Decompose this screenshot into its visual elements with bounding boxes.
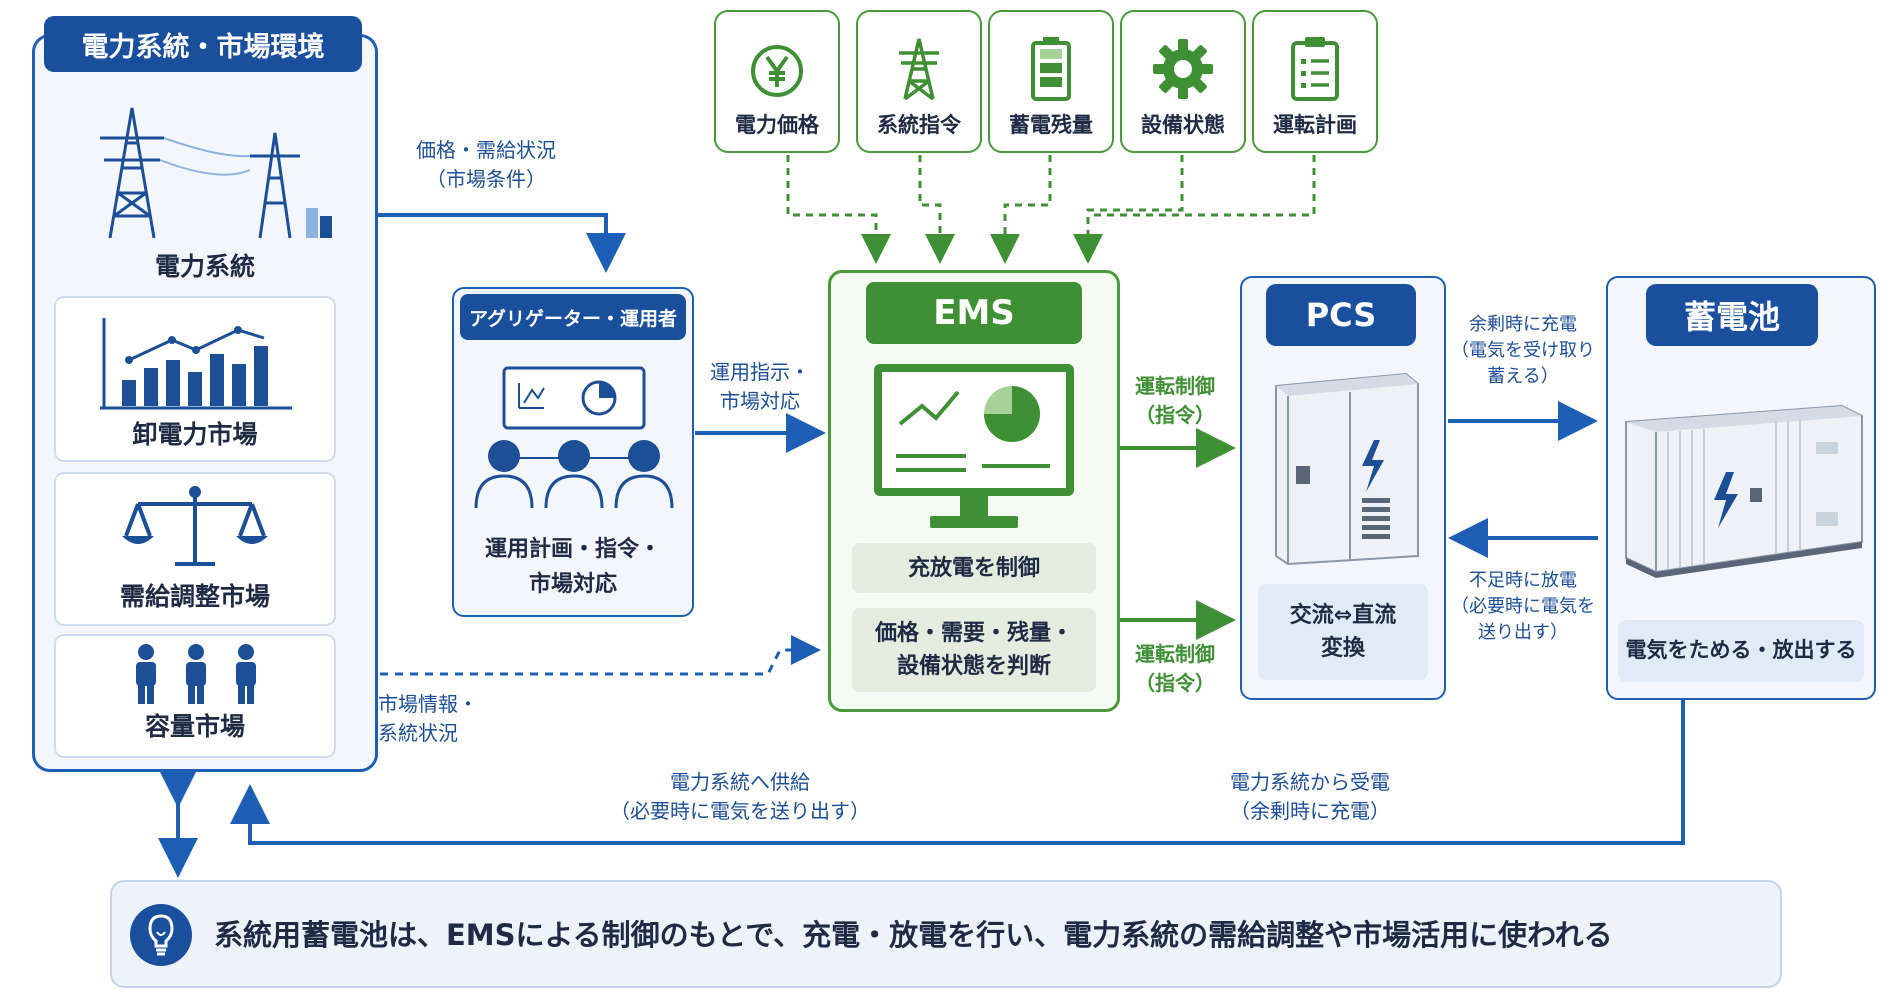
- operators-icon: [474, 366, 674, 509]
- ems-judge-line-1: 価格・需要・残量・: [874, 621, 1073, 646]
- pcs-title: PCS: [1266, 284, 1416, 346]
- caption-charge-line-2: （電気を受け取り: [1451, 340, 1595, 362]
- battery-icon: [1031, 37, 1071, 101]
- ems-judge-line-2: 設備状態を判断: [896, 654, 1051, 679]
- arrow-market-to-aggregator: [378, 213, 626, 273]
- battery-store-box: 電気をためる・放出する: [1618, 620, 1864, 682]
- people-icon: [136, 644, 256, 704]
- caption-control-bottom: 運転制御 （指令）: [1120, 640, 1230, 698]
- caption-operation-order: 運用指示・ 市場対応: [700, 358, 820, 416]
- arrow-equipment-to-ems: [1073, 155, 1184, 264]
- caption-discharge-line-1: 不足時に放電: [1469, 570, 1577, 591]
- pcs-convert-line-1: 交流⇔直流: [1289, 603, 1397, 628]
- gear-icon: [1153, 39, 1213, 99]
- arrow-market-info-to-ems: [380, 635, 821, 676]
- power-tower-icon: [100, 107, 332, 239]
- pcs-convert-line-2: 変換: [1320, 636, 1365, 661]
- input-equipment: 設備状態: [1120, 10, 1246, 153]
- ems-title: EMS: [866, 282, 1082, 344]
- caption-supply-to-grid-line-2: （必要時に電気を送り出す）: [610, 799, 870, 823]
- caption-supply-to-grid-line-1: 電力系統へ供給: [670, 770, 810, 794]
- caption-price-supply: 価格・需給状況 （市場条件）: [386, 136, 586, 194]
- arrow-soc-to-ems: [990, 155, 1052, 264]
- caption-control-top-line-2: （指令）: [1135, 403, 1215, 427]
- caption-charge-line-3: 蓄える）: [1487, 366, 1559, 388]
- lightbulb-icon: [130, 904, 192, 966]
- input-plan: 運転計画: [1252, 10, 1378, 153]
- caption-market-info: 市場情報・ 系統状況: [378, 690, 508, 748]
- input-label-price: 電力価格: [735, 113, 819, 137]
- pcs-convert-box: 交流⇔直流 変換: [1258, 584, 1428, 680]
- caption-operation-order-line-1: 運用指示・: [710, 360, 810, 384]
- balance-scale-icon: [122, 486, 268, 566]
- caption-market-info-line-1: 市場情報・: [378, 692, 478, 716]
- left-item-label-1: 卸電力市場: [132, 420, 258, 449]
- aggregator-caption-line-2: 市場対応: [528, 572, 617, 598]
- caption-receive-from-grid: 電力系統から受電 （余剰時に充電）: [1180, 768, 1440, 826]
- clipboard-icon: [1291, 37, 1339, 101]
- caption-discharge: 不足時に放電 （必要時に電気を 送り出す）: [1448, 568, 1598, 646]
- input-label-soc: 蓄電残量: [1009, 113, 1093, 137]
- arrow-price-to-ems: [786, 155, 891, 264]
- input-grid-order: 系統指令: [856, 10, 982, 153]
- summary-text: 系統用蓄電池は、EMSによる制御のもとで、充電・放電を行い、電力系統の需給調整や…: [214, 918, 1613, 952]
- left-item-label-2: 需給調整市場: [119, 582, 270, 611]
- input-label-equipment: 設備状態: [1141, 113, 1225, 137]
- caption-receive-from-grid-line-2: （余剰時に充電）: [1230, 799, 1390, 823]
- ems-judge-box: 価格・需要・残量・ 設備状態を判断: [852, 608, 1096, 692]
- arrow-plan-to-ems: [1088, 155, 1316, 217]
- caption-control-bottom-line-1: 運転制御: [1135, 642, 1215, 666]
- caption-control-top: 運転制御 （指令）: [1120, 372, 1230, 430]
- market-environment-title: 電力系統・市場環境: [44, 16, 362, 72]
- caption-charge: 余剰時に充電 （電気を受け取り 蓄える）: [1448, 312, 1598, 390]
- caption-control-top-line-1: 運転制御: [1135, 374, 1215, 398]
- battery-container-icon: [1625, 404, 1863, 578]
- caption-price-supply-line-2: （市場条件）: [426, 167, 546, 191]
- arrow-grid-order-to-ems: [918, 155, 955, 264]
- aggregator-title: アグリゲーター・運用者: [460, 294, 686, 340]
- input-soc: 蓄電残量: [988, 10, 1114, 153]
- yen-icon: [751, 45, 803, 97]
- input-label-grid-order: 系統指令: [877, 113, 961, 137]
- aggregator-caption-line-1: 運用計画・指令・: [484, 537, 661, 562]
- caption-supply-to-grid: 電力系統へ供給 （必要時に電気を送り出す）: [560, 768, 920, 826]
- pcs-cabinet-icon: [1275, 372, 1419, 566]
- aggregator-caption: 運用計画・指令・ 市場対応: [460, 532, 686, 602]
- caption-operation-order-line-2: 市場対応: [720, 389, 800, 413]
- caption-price-supply-line-1: 価格・需給状況: [416, 138, 556, 162]
- ems-control-box: 充放電を制御: [852, 543, 1096, 593]
- summary-bar: [110, 880, 1782, 988]
- left-item-label-0: 電力系統: [154, 252, 255, 281]
- caption-discharge-line-2: （必要時に電気を: [1451, 596, 1595, 618]
- caption-market-info-line-2: 系統状況: [378, 721, 458, 745]
- input-price: 電力価格: [714, 10, 840, 153]
- caption-control-bottom-line-2: （指令）: [1135, 671, 1215, 695]
- caption-charge-line-1: 余剰時に充電: [1469, 314, 1577, 335]
- battery-title: 蓄電池: [1646, 284, 1818, 346]
- transmission-tower-icon: [899, 38, 939, 101]
- left-item-label-3: 容量市場: [144, 712, 245, 741]
- caption-receive-from-grid-line-1: 電力系統から受電: [1230, 770, 1390, 794]
- arrow-battery-to-grid: [230, 700, 1685, 845]
- caption-discharge-line-3: 送り出す）: [1478, 622, 1568, 644]
- bar-chart-icon: [100, 318, 292, 410]
- monitor-icon: [874, 364, 1074, 528]
- input-label-plan: 運転計画: [1273, 113, 1357, 137]
